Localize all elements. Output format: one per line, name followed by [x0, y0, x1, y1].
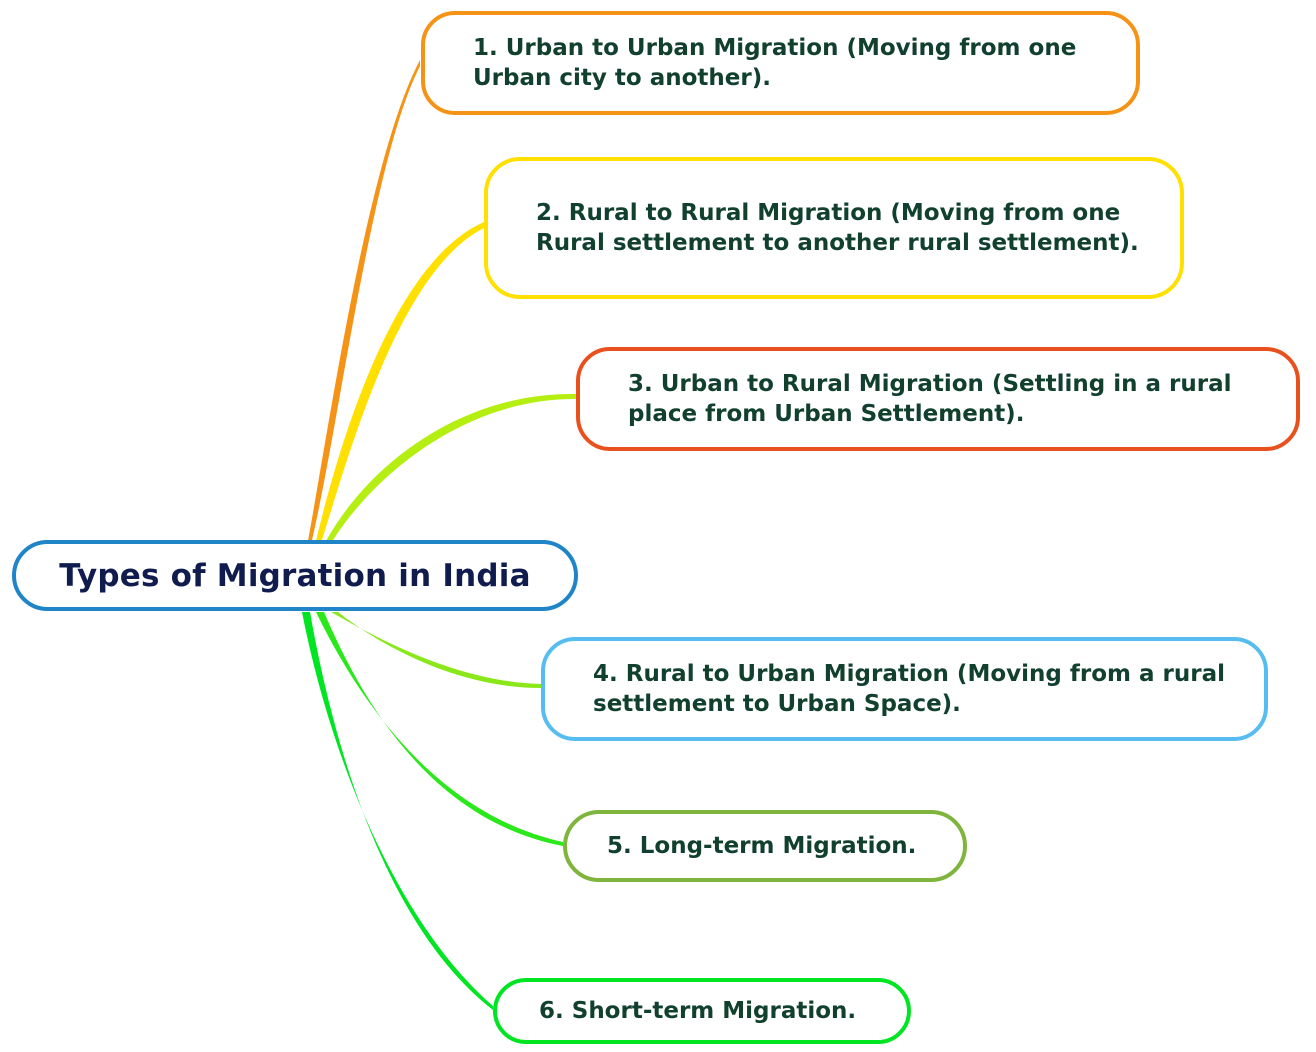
branch-line-4 — [326, 612, 541, 688]
branch-node-1-label: 1. Urban to Urban Migration (Moving from… — [473, 34, 1077, 91]
branch-line-5 — [310, 612, 563, 846]
branch-node-6[interactable]: 6. Short-term Migration. — [493, 978, 911, 1044]
branch-node-3[interactable]: 3. Urban to Rural Migration (Settling in… — [576, 347, 1300, 451]
branch-node-5[interactable]: 5. Long-term Migration. — [563, 810, 967, 882]
branch-node-6-label: 6. Short-term Migration. — [539, 997, 857, 1024]
branch-node-2-label: 2. Rural to Rural Migration (Moving from… — [536, 199, 1139, 256]
branch-node-4[interactable]: 4. Rural to Urban Migration (Moving from… — [541, 637, 1268, 741]
branch-node-5-label: 5. Long-term Migration. — [607, 832, 917, 859]
branch-node-1[interactable]: 1. Urban to Urban Migration (Moving from… — [421, 11, 1140, 115]
branch-line-1 — [302, 60, 420, 541]
branch-node-2[interactable]: 2. Rural to Rural Migration (Moving from… — [484, 157, 1184, 299]
root-node-label: Types of Migration in India — [59, 557, 531, 594]
branch-line-3 — [322, 393, 576, 541]
branch-line-6 — [296, 612, 493, 1010]
root-node[interactable]: Types of Migration in India — [12, 540, 578, 611]
branch-node-3-label: 3. Urban to Rural Migration (Settling in… — [628, 370, 1232, 427]
branch-node-4-label: 4. Rural to Urban Migration (Moving from… — [593, 660, 1225, 717]
branch-line-2 — [312, 222, 484, 541]
